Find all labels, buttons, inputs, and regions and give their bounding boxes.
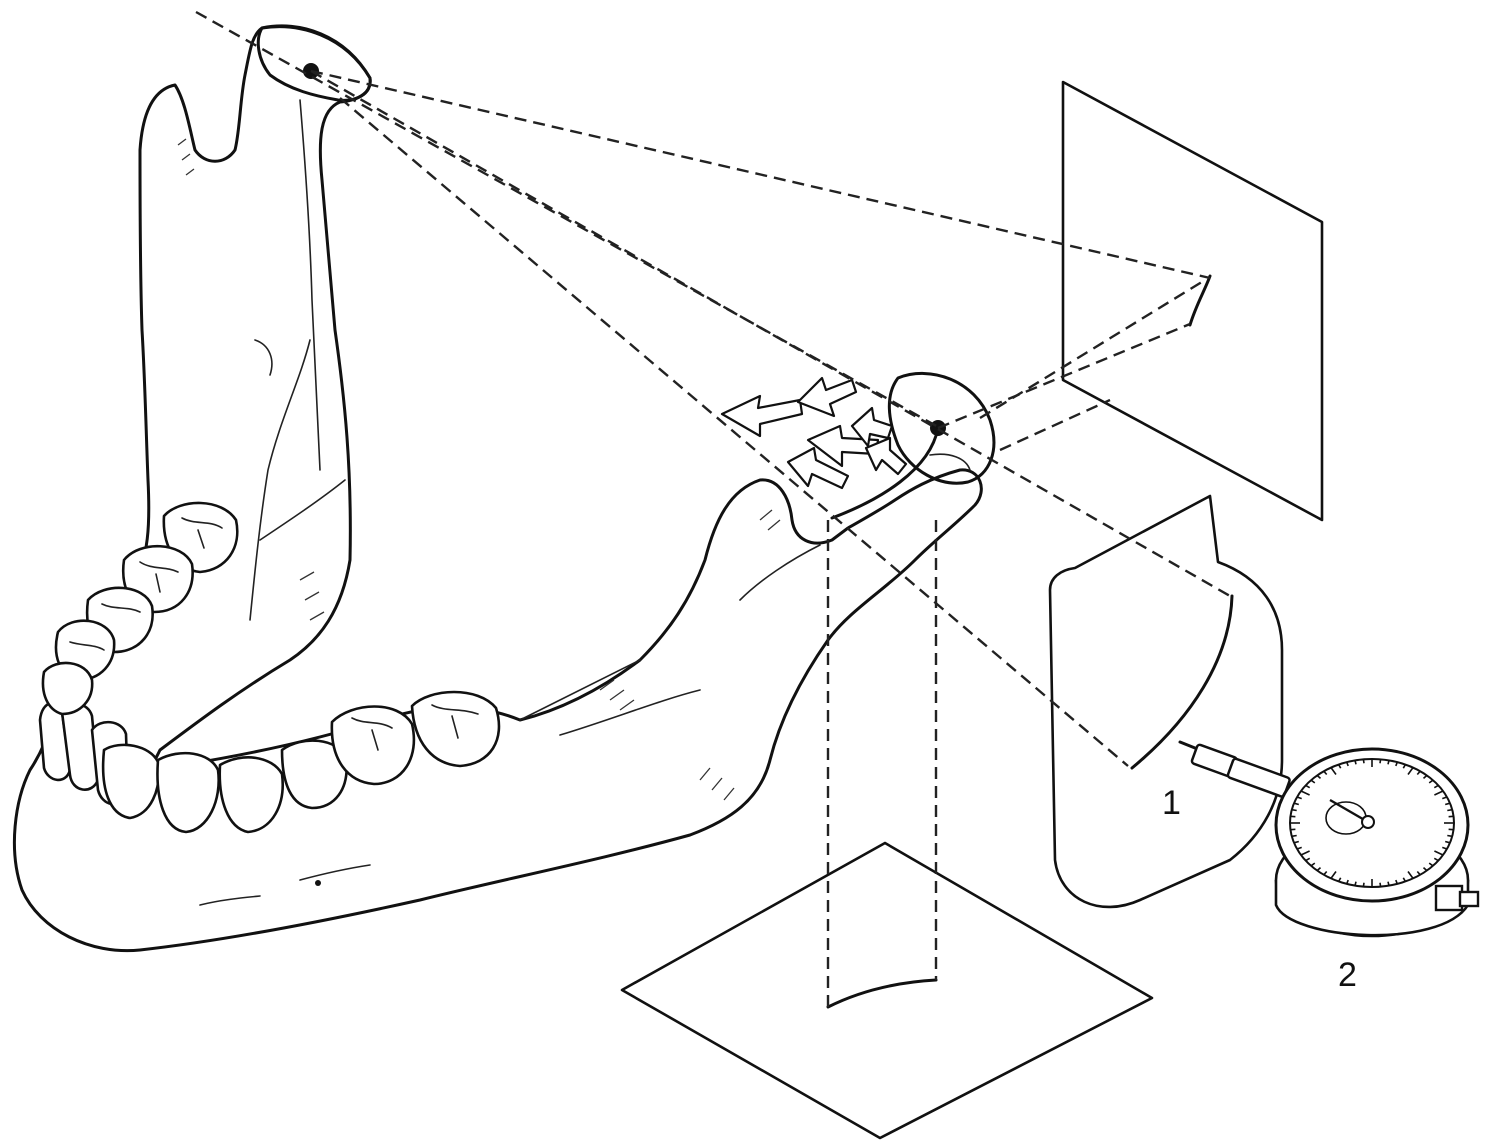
frontal-plane (1050, 496, 1282, 907)
gauge-tick (1355, 760, 1356, 764)
upper-teeth-row (43, 503, 237, 714)
gauge-tick (1380, 759, 1381, 763)
gauge-tick (1292, 836, 1297, 837)
gauge-tick (1388, 760, 1389, 764)
gauge-tick (1363, 883, 1364, 887)
gauge-tick (1447, 836, 1452, 837)
left-condyle (258, 27, 370, 101)
label-two: 2 (1338, 958, 1357, 992)
gauge-tick (1447, 810, 1452, 811)
sagittal-plane (1063, 82, 1322, 520)
gauge-tick (1363, 759, 1364, 763)
lower-teeth (40, 692, 499, 832)
gauge-tick (1292, 810, 1297, 811)
label-one: 1 (1162, 786, 1181, 820)
mandible (14, 26, 981, 951)
gauge-tick (1380, 883, 1381, 887)
gauge-tick (1355, 882, 1356, 886)
gauge-tick (1388, 882, 1389, 886)
